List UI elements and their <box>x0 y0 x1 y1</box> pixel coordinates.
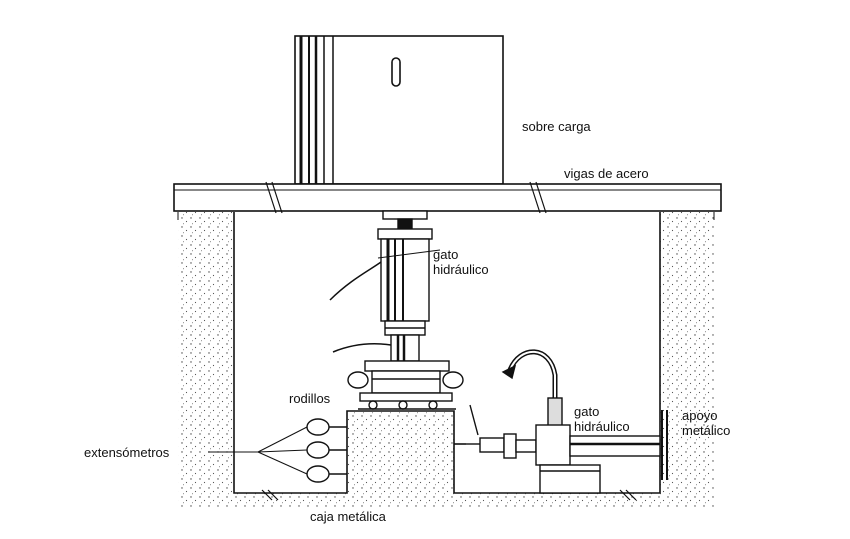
label-jack-top-line2: hidráulico <box>433 262 489 277</box>
label-metal-support: apoyo metálico <box>682 408 730 438</box>
break-marks <box>261 489 637 501</box>
roller-assembly <box>347 360 464 410</box>
label-jack-top: gato hidráulico <box>433 247 489 277</box>
label-metal-box: caja metálica <box>310 509 386 524</box>
label-metal-support-line1: apoyo <box>682 408 718 423</box>
steel-beam <box>173 181 722 214</box>
metal-support <box>661 410 668 480</box>
soil-mass <box>178 212 714 508</box>
label-jack-top-line1: gato <box>433 247 459 262</box>
pit-outline <box>177 212 715 494</box>
vertical-jack <box>329 210 441 362</box>
label-rollers: rodillos <box>289 391 331 406</box>
label-metal-support-line2: metálico <box>682 423 731 438</box>
extensometers <box>208 418 347 483</box>
label-extensometers: extensómetros <box>84 445 170 460</box>
horizontal-jack <box>454 349 661 494</box>
label-jack-side-line2: hidráulico <box>574 419 630 434</box>
label-jack-side-line1: gato <box>574 404 600 419</box>
surcharge-block <box>294 35 504 185</box>
label-steel-beams: vigas de acero <box>564 166 649 181</box>
label-jack-side: gato hidráulico <box>574 404 630 434</box>
label-surcharge: sobre carga <box>522 119 591 134</box>
